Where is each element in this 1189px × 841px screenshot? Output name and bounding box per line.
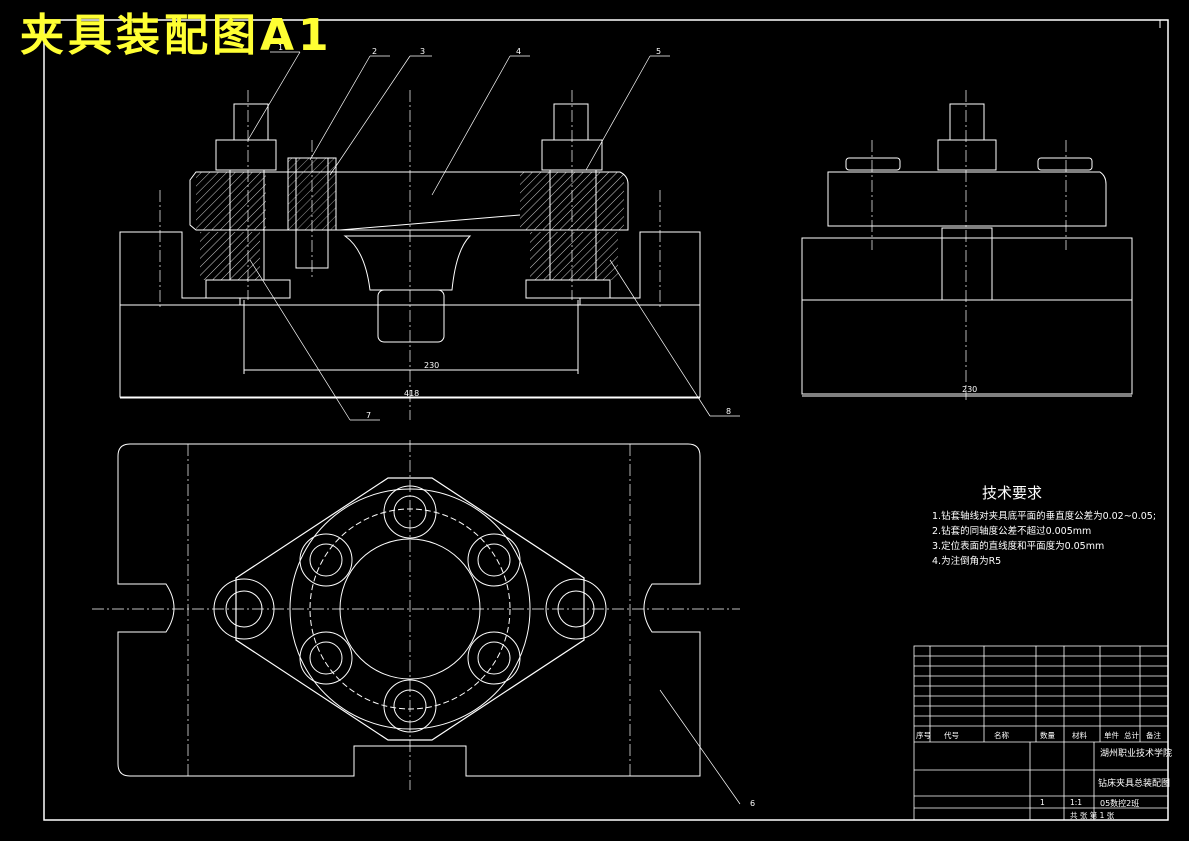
tech-item-2: 2.钻套的同轴度公差不超过0.005mm bbox=[932, 526, 1092, 537]
balloon-8: 8 bbox=[726, 407, 731, 416]
dim-front-inner: 230 bbox=[424, 361, 439, 370]
parts-header-qty: 数量 bbox=[1040, 731, 1055, 740]
side-view bbox=[801, 90, 1133, 400]
top-view bbox=[92, 440, 741, 805]
balloon-4: 4 bbox=[516, 47, 521, 56]
drawing-title: 夹具装配图A1 bbox=[20, 10, 333, 61]
parts-header-unit: 单件 bbox=[1104, 731, 1119, 740]
class-name: 05数控2班 bbox=[1100, 799, 1140, 808]
school-name: 湖州职业技术学院 bbox=[1100, 749, 1173, 759]
parts-header-total: 总计 bbox=[1124, 731, 1139, 740]
sheet-info: 共 张 第 1 张 bbox=[1070, 811, 1115, 820]
balloon-7: 7 bbox=[366, 411, 371, 420]
scale-value: 1:1 bbox=[1070, 798, 1083, 807]
tech-requirements: 技术要求 1.钻套轴线对夹具底平面的垂直度公差为0.02~0.05; 2.钻套的… bbox=[932, 482, 1156, 569]
balloon-6: 6 bbox=[750, 799, 755, 808]
parts-header-name: 名称 bbox=[994, 731, 1009, 740]
parts-header-code: 代号 bbox=[944, 731, 959, 740]
drawing-name: 钻床夹具总装配图 bbox=[1098, 779, 1171, 789]
parts-header-remark: 备注 bbox=[1146, 731, 1161, 740]
front-view bbox=[119, 103, 701, 399]
tech-item-1: 1.钻套轴线对夹具底平面的垂直度公差为0.02~0.05; bbox=[932, 511, 1157, 522]
dim-front-overall: 418 bbox=[404, 389, 419, 398]
balloon-2: 2 bbox=[372, 47, 377, 56]
balloon-3: 3 bbox=[420, 47, 425, 56]
parts-header-material: 材料 bbox=[1072, 731, 1087, 740]
qty-value: 1 bbox=[1040, 798, 1045, 807]
tech-item-4: 4.为注倒角为R5 bbox=[932, 556, 1002, 567]
balloon-5: 5 bbox=[656, 47, 661, 56]
parts-header-no: 序号 bbox=[916, 731, 931, 740]
drawing-frame bbox=[43, 19, 1169, 821]
title-block bbox=[913, 645, 1169, 821]
tech-heading: 技术要求 bbox=[982, 484, 1043, 502]
tech-item-3: 3.定位表面的直线度和平面度为0.05mm bbox=[932, 541, 1105, 552]
balloon-1: 1 bbox=[278, 43, 283, 52]
dim-side-width: 230 bbox=[962, 385, 977, 394]
